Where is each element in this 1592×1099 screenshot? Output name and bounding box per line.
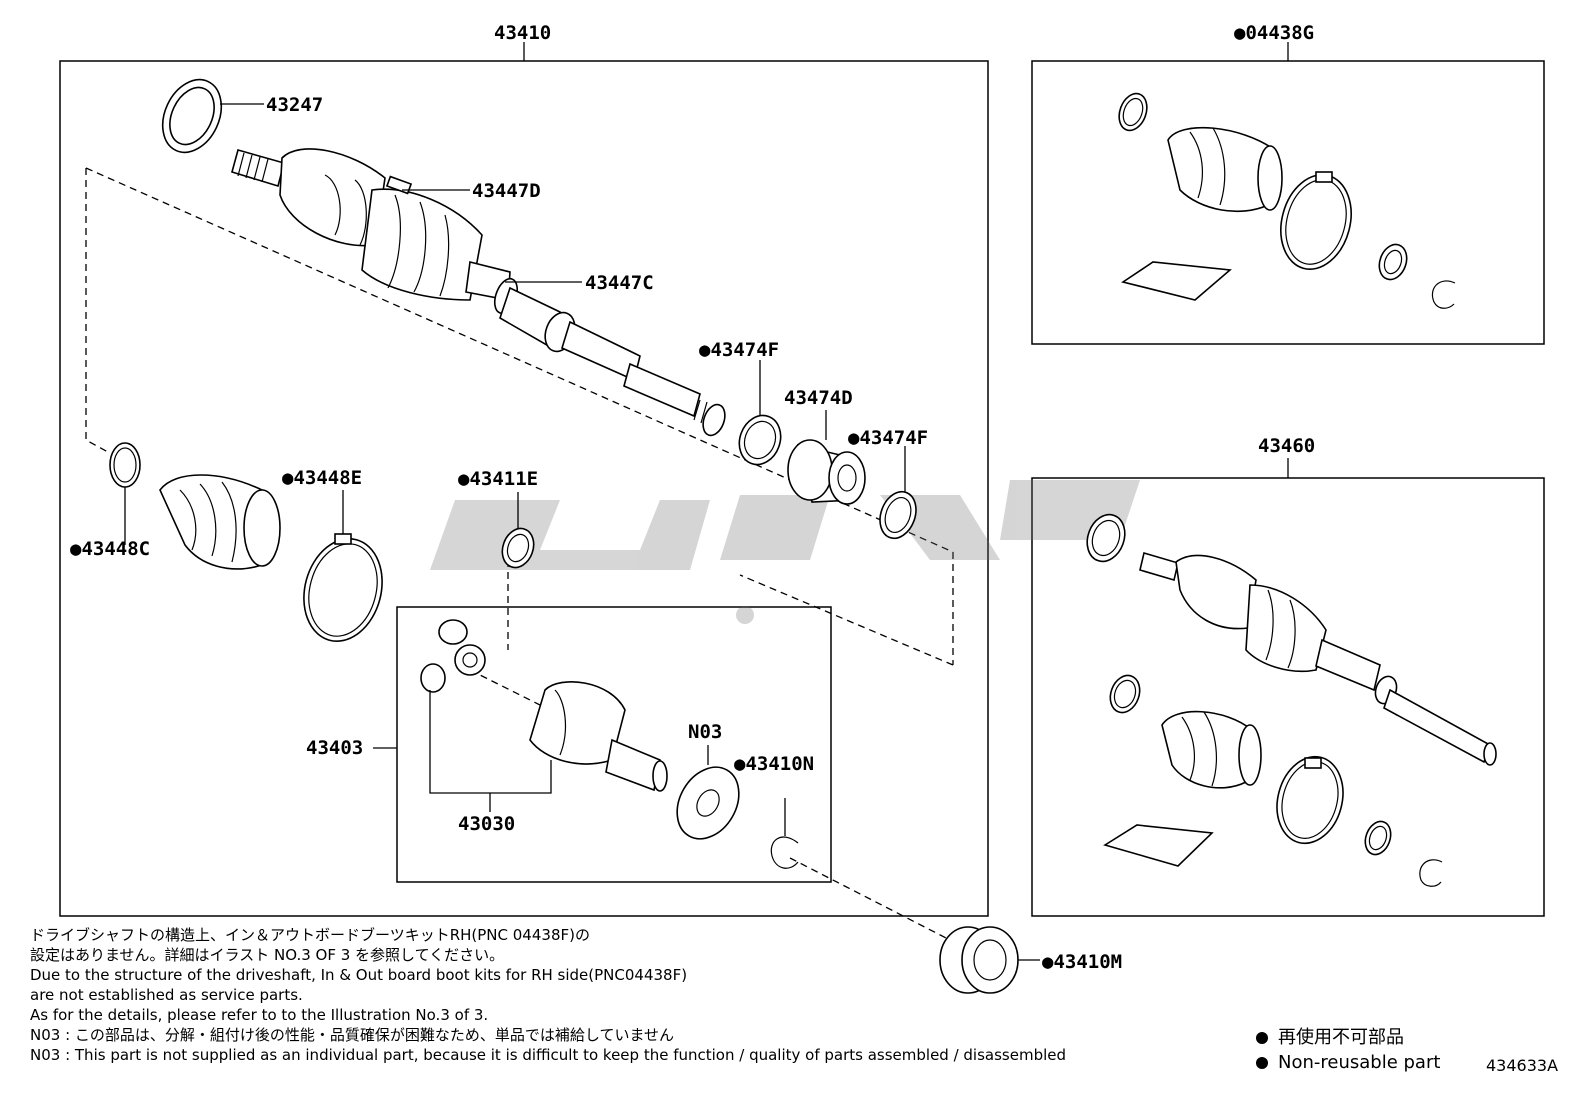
label-N03: N03 bbox=[688, 721, 722, 743]
lh-shaft-parts bbox=[1086, 513, 1497, 887]
bullet-icon bbox=[1256, 1057, 1268, 1069]
boot-43448E bbox=[159, 474, 281, 570]
legend: 再使用不可部品 Non-reusable part bbox=[1256, 1025, 1440, 1075]
label-43448E: ●43448E bbox=[282, 467, 362, 489]
label-43474F-a: ●43474F bbox=[699, 339, 779, 361]
legend-item-en: Non-reusable part bbox=[1256, 1050, 1440, 1075]
outboard-joint bbox=[420, 619, 668, 792]
bearing-43410M bbox=[939, 926, 1040, 994]
label-43474D: 43474D bbox=[784, 387, 853, 409]
washer-N03 bbox=[676, 745, 740, 840]
note-n03-jp: N03 : この部品は、分解・組付け後の性能・品質確保が困難なため、単品では補給… bbox=[30, 1026, 675, 1044]
label-43447D: 43447D bbox=[472, 180, 541, 202]
band-43448E bbox=[303, 490, 383, 642]
note-jp-2: 設定はありません。詳細はイラスト NO.3 OF 3 を参照してください。 bbox=[30, 946, 505, 964]
label-43410M: ●43410M bbox=[1042, 951, 1122, 973]
figure-id: 434633A bbox=[1486, 1056, 1559, 1075]
clamp-43448C bbox=[109, 442, 141, 545]
bearing-43474D bbox=[787, 439, 866, 505]
outboard-joint-frame bbox=[396, 606, 832, 883]
clip-43410N bbox=[770, 798, 799, 869]
note-en-1: Due to the structure of the driveshaft, … bbox=[30, 966, 688, 984]
label-43411E: ●43411E bbox=[458, 468, 538, 490]
label-04438G: ●04438G bbox=[1234, 22, 1314, 44]
main-driveshaft bbox=[231, 148, 726, 437]
note-jp-1: ドライブシャフトの構造上、イン＆アウトボードブーツキットRH(PNC 04438… bbox=[30, 926, 590, 944]
note-n03-en: N03 : This part is not supplied as an in… bbox=[30, 1046, 1067, 1064]
label-43403: 43403 bbox=[306, 737, 363, 759]
circlip-43474F-b bbox=[879, 490, 917, 540]
circlip-43474F bbox=[738, 414, 782, 466]
boot-kit-parts bbox=[1118, 92, 1456, 309]
label-43410: 43410 bbox=[494, 22, 551, 44]
legend-en-label: Non-reusable part bbox=[1278, 1052, 1441, 1073]
bullet-icon bbox=[1256, 1032, 1268, 1044]
legend-item-jp: 再使用不可部品 bbox=[1256, 1025, 1440, 1050]
label-43460: 43460 bbox=[1258, 435, 1315, 457]
snap-ring-43411E bbox=[501, 492, 535, 569]
assembly-dashed-line bbox=[85, 168, 109, 453]
label-43410N: ●43410N bbox=[734, 753, 814, 775]
legend-jp-label: 再使用不可部品 bbox=[1278, 1027, 1404, 1048]
watermark bbox=[430, 480, 1140, 624]
label-43030: 43030 bbox=[458, 813, 515, 835]
note-en-2: are not established as service parts. bbox=[30, 986, 303, 1004]
label-43447C: 43447C bbox=[585, 272, 654, 294]
notes-block: ドライブシャフトの構造上、イン＆アウトボードブーツキットRH(PNC 04438… bbox=[30, 925, 1210, 1065]
note-en-3: As for the details, please refer to to t… bbox=[30, 1006, 489, 1024]
label-43474F-b: ●43474F bbox=[848, 427, 928, 449]
dust-seal-43247 bbox=[161, 78, 264, 154]
label-43448C: ●43448C bbox=[70, 538, 150, 560]
label-43247: 43247 bbox=[266, 94, 323, 116]
